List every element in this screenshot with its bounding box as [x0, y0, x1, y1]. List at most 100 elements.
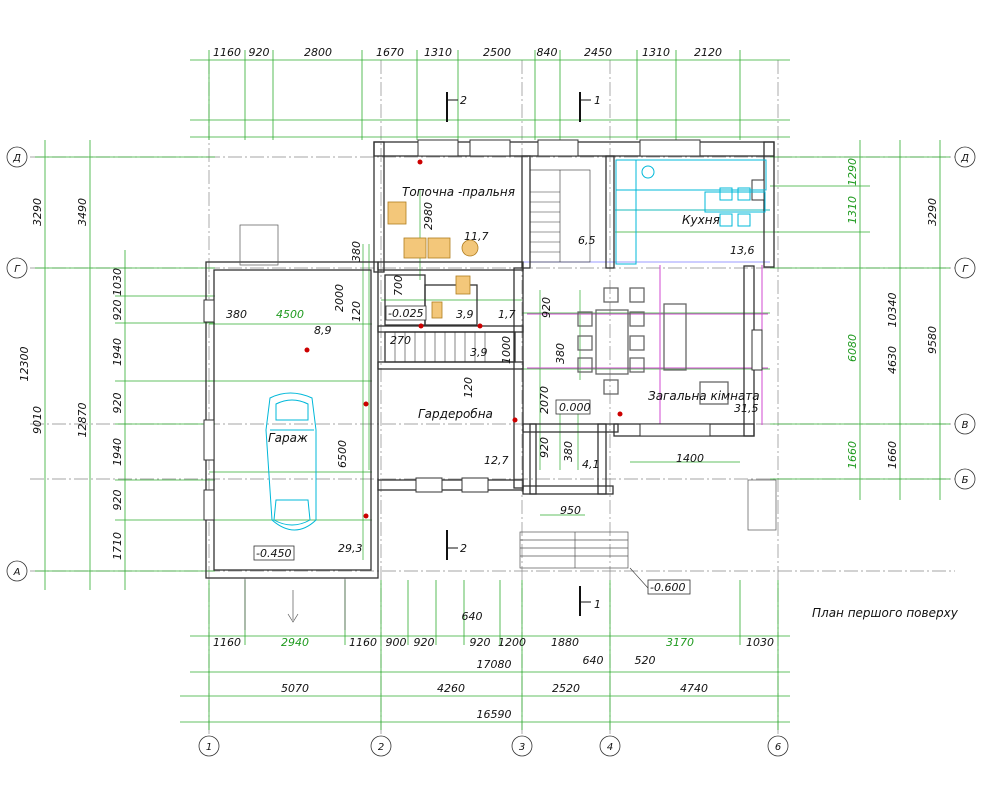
drawing-title: План першого поверху: [812, 606, 958, 620]
room-label-kitchen: Кухня: [682, 213, 720, 227]
dim-left-920c: 920: [111, 490, 124, 511]
level-mark-0600: -0.600: [629, 567, 691, 595]
svg-text:1: 1: [594, 598, 601, 611]
living-room-furniture: [577, 287, 729, 405]
axis-marker-d-left: Д: [6, 146, 28, 168]
dim-bottom-total-17080: 17080: [477, 658, 512, 671]
axis-marker-4-bottom: 4: [599, 735, 621, 757]
axis-marker-g-left: Г: [6, 257, 28, 279]
dim-right-3290: 3290: [926, 198, 939, 226]
dim-right-1660b: 1660: [886, 441, 899, 469]
room-label-garage: Гараж: [268, 431, 308, 445]
dim-left-1030: 1030: [111, 268, 124, 296]
dim-bottom-1: 1160: [213, 636, 241, 649]
dim-left-total: 12300: [18, 347, 31, 382]
room-label-living: Загальна кімната: [648, 389, 760, 403]
svg-text:0.000: 0.000: [559, 401, 591, 414]
room-area-garage: 29,3: [338, 542, 363, 555]
section-mark-2-bottom: 2: [446, 530, 467, 560]
dim-left-1940b: 1940: [111, 438, 124, 466]
axis-marker-2-bottom: 2: [370, 735, 392, 757]
room-area-vestibule: 4,1: [582, 458, 600, 471]
axis-lines: [30, 60, 955, 740]
dim-top-1: 1160: [213, 46, 241, 59]
svg-text:3: 3: [519, 742, 525, 753]
dim-bottom-5070: 5070: [281, 682, 309, 695]
car-icon: [265, 392, 317, 531]
dim-int-920b: 920: [538, 437, 551, 458]
dim-right-9580: 9580: [926, 326, 939, 354]
dim-top-10: 2120: [694, 46, 722, 59]
dim-right-4630: 4630: [886, 346, 899, 374]
bottom-dimension-chain: 1160 2940 1160 900 920 920 1200 1880 317…: [180, 580, 790, 730]
interior-guides: [209, 190, 770, 560]
room-area-garage-store: 8,9: [314, 324, 332, 337]
dim-bottom-3: 1160: [349, 636, 377, 649]
dim-int-380d: 380: [562, 441, 575, 462]
dim-top-5: 1310: [424, 46, 452, 59]
left-dimension-chain: 3290 9010 12300 3490 12870 1030 920 1940…: [18, 140, 215, 590]
top-dimension-chain: 1160 920 2800 1670 1310 2500 840 2450 13…: [190, 46, 790, 140]
dim-int-920a: 920: [540, 297, 553, 318]
dim-top-9: 1310: [642, 46, 670, 59]
column-markers: [304, 159, 623, 519]
room-area-wardrobe: 12,7: [484, 454, 509, 467]
dim-bottom-640b: 640: [583, 654, 604, 667]
dim-int-6500: 6500: [336, 440, 349, 468]
dim-top-4: 1670: [376, 46, 404, 59]
dim-int-2070: 2070: [538, 386, 551, 414]
dim-int-120b: 120: [462, 377, 475, 398]
dim-int-700: 700: [392, 275, 405, 296]
level-mark-0450: -0.450: [253, 545, 295, 561]
dim-int-1000: 1000: [500, 336, 513, 364]
dim-left-1940a: 1940: [111, 338, 124, 366]
room-area-bath: 3,9: [456, 308, 474, 321]
dim-bottom-5: 920: [414, 636, 435, 649]
dim-top-2: 920: [249, 46, 270, 59]
room-area-stair: 3,9: [470, 346, 488, 359]
dim-int-380b: 380: [350, 241, 363, 262]
garage-apron: [239, 224, 346, 630]
dim-top-8: 2450: [584, 46, 612, 59]
dim-bottom-9: 3170: [666, 636, 694, 649]
dim-top-7: 840: [537, 46, 558, 59]
kitchen-furniture: [615, 159, 767, 265]
room-label-wardrobe: Гардеробна: [418, 407, 493, 421]
dim-int-380c: 380: [554, 343, 567, 364]
axis-marker-g-right: Г: [954, 257, 976, 279]
room-label-boiler: Топочна -пральня: [402, 185, 515, 199]
dim-bottom-4: 900: [386, 636, 407, 649]
dim-left-920b: 920: [111, 393, 124, 414]
svg-text:-0.025: -0.025: [388, 307, 423, 320]
svg-text:-0.450: -0.450: [256, 547, 291, 560]
dim-right-1290: 1290: [846, 158, 859, 186]
svg-text:Д: Д: [12, 153, 21, 164]
svg-text:1: 1: [206, 742, 212, 753]
room-area-kitchen: 13,6: [730, 244, 755, 257]
dim-right-6080: 6080: [846, 334, 859, 362]
svg-text:Г: Г: [962, 264, 969, 275]
dim-int-1400: 1400: [676, 452, 704, 465]
svg-text:Д: Д: [960, 153, 969, 164]
svg-text:4: 4: [607, 742, 613, 753]
dim-bottom-2: 2940: [281, 636, 309, 649]
section-mark-1-bottom: 1: [579, 586, 601, 616]
dim-bottom-640a: 640: [462, 610, 483, 623]
room-area-stairhall: 6,5: [578, 234, 596, 247]
room-area-boiler: 11,7: [464, 230, 489, 243]
svg-text:1: 1: [594, 94, 601, 107]
dim-bottom-total-16590: 16590: [477, 708, 512, 721]
windows: [203, 139, 765, 521]
dim-left-9010: 9010: [31, 406, 44, 434]
axis-marker-3-bottom: 3: [511, 735, 533, 757]
dim-bottom-8: 1880: [551, 636, 579, 649]
dim-left-1710: 1710: [111, 532, 124, 560]
dim-right-1310: 1310: [846, 196, 859, 224]
room-area-wc: 1,7: [498, 308, 516, 321]
walls: [205, 141, 775, 579]
section-mark-1-top: 1: [579, 92, 601, 122]
svg-text:6: 6: [775, 742, 781, 753]
svg-text:2: 2: [460, 94, 467, 107]
dim-bottom-2520: 2520: [552, 682, 580, 695]
dim-int-2000: 2000: [333, 284, 346, 312]
